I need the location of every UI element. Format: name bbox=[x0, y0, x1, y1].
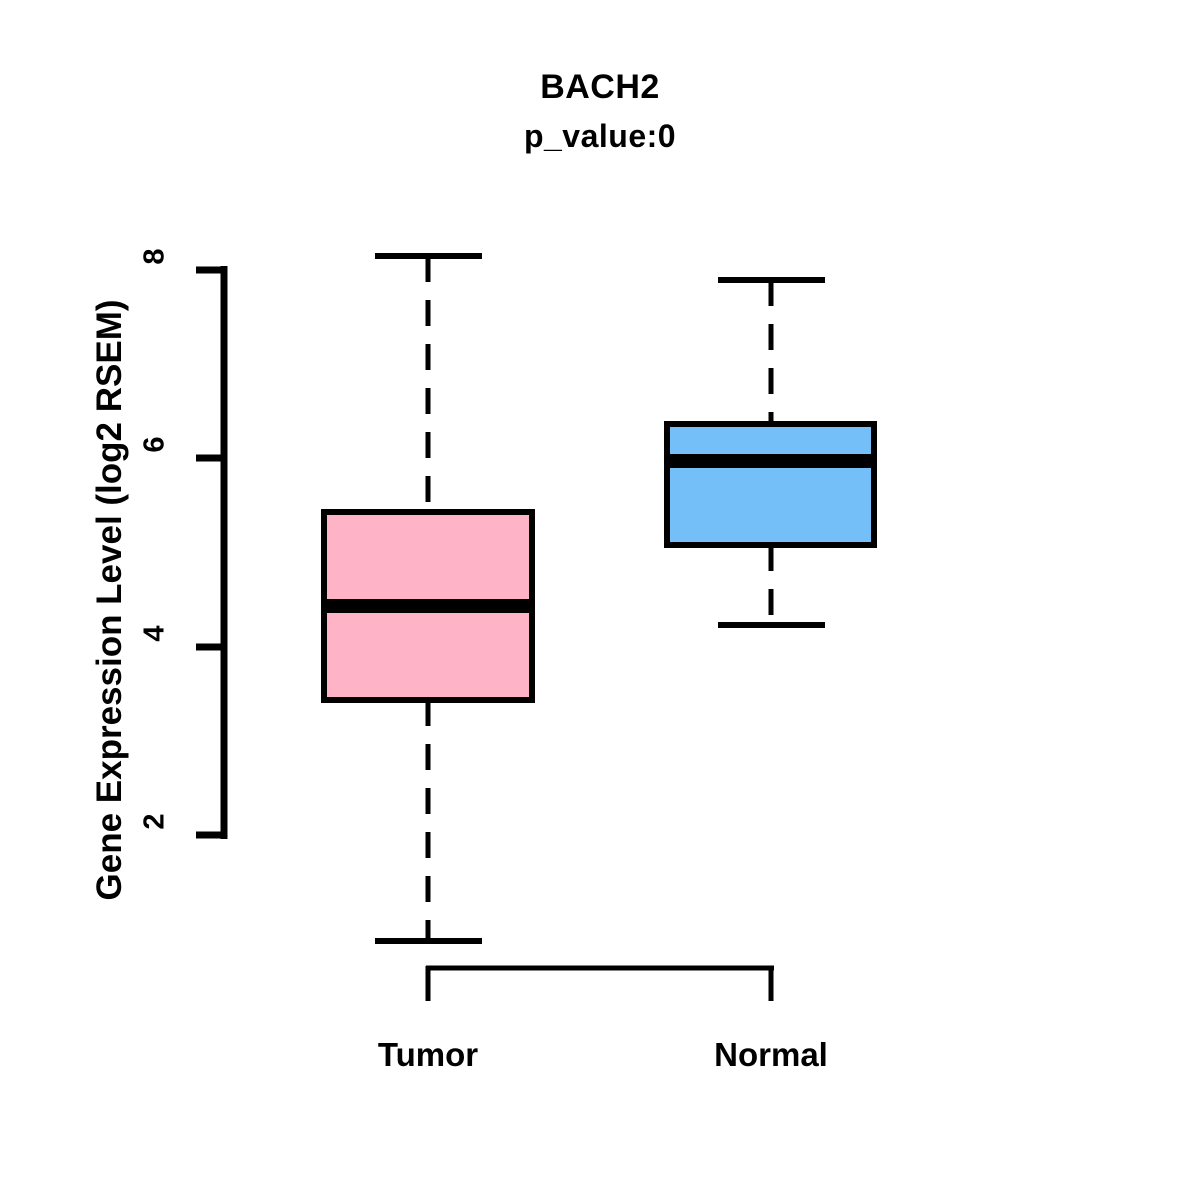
box-group-normal bbox=[664, 277, 877, 628]
box-iqr-normal bbox=[664, 421, 877, 548]
chart-title: BACH2 bbox=[540, 68, 660, 106]
y-axis bbox=[196, 266, 228, 839]
x-tick-label-normal: Normal bbox=[714, 1036, 828, 1073]
x-tick-label-tumor: Tumor bbox=[377, 1036, 479, 1073]
x-axis bbox=[425, 965, 774, 1001]
chart-subtitle-pvalue: p_value:0 bbox=[523, 118, 677, 154]
box-group-tumor bbox=[321, 253, 535, 944]
